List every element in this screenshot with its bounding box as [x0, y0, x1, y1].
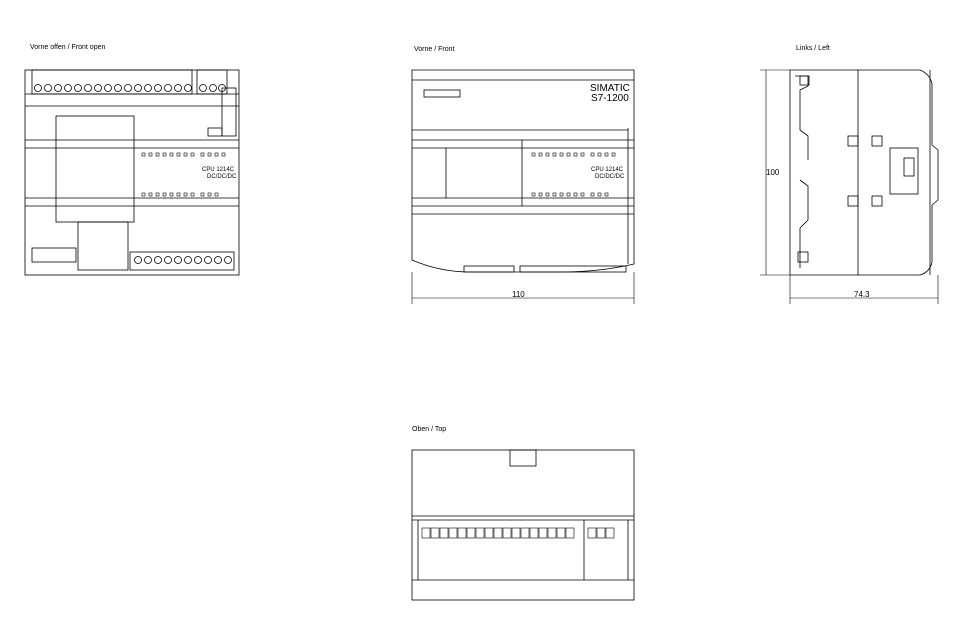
left-view-title: Links / Left	[796, 45, 830, 52]
front-width-dimension: 110	[512, 290, 525, 299]
left-height-dimension: 100	[766, 168, 780, 177]
front-open-view-title: Vorne offen / Front open	[30, 44, 106, 51]
front-view	[411, 69, 635, 304]
left-depth-dimension-line	[789, 275, 939, 304]
front-open-bottom-terminals	[134, 256, 232, 264]
brand-simatic: SIMATIC	[590, 83, 630, 94]
cpu-sub-label: DC/DC/DC	[595, 174, 625, 180]
left-view	[760, 69, 939, 304]
top-view-title: Oben / Top	[412, 426, 447, 433]
brand-s7-1200: S7-1200	[591, 93, 629, 104]
open-cpu-sub-label: DC/DC/DC	[207, 174, 237, 180]
left-height-dimension-line	[760, 69, 790, 276]
left-depth-dimension: 74.3	[854, 290, 870, 299]
front-view-title: Vorne / Front	[414, 46, 455, 53]
top-view-terminal-slots	[421, 527, 615, 539]
front-width-dimension-line	[411, 272, 635, 304]
open-cpu-label: CPU 1214C	[202, 167, 235, 173]
front-open-view	[24, 69, 240, 276]
cpu-label: CPU 1214C	[591, 167, 624, 173]
front-open-top-terminals	[34, 84, 226, 92]
top-view	[411, 449, 635, 601]
